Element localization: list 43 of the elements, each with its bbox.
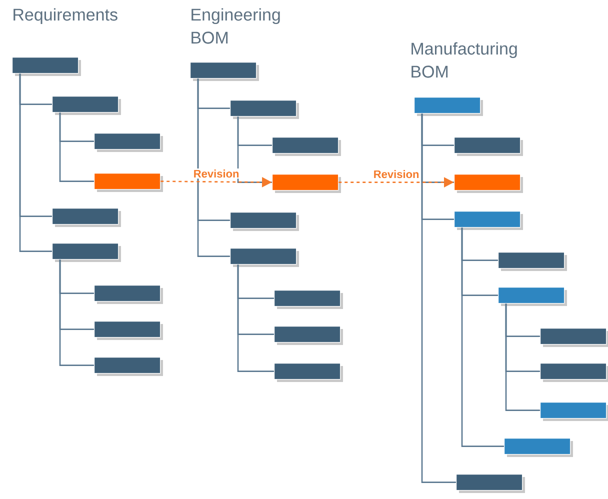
bar — [272, 137, 339, 154]
column-heading: Manufacturing BOM — [412, 42, 517, 78]
bar — [454, 137, 521, 154]
bar — [272, 174, 339, 191]
bar — [94, 321, 161, 338]
bar — [540, 402, 607, 419]
bar — [414, 97, 481, 114]
bar — [454, 211, 521, 228]
edge-label: Revision — [374, 170, 419, 178]
bar — [456, 474, 523, 491]
bar — [504, 438, 571, 455]
connector-line — [197, 78, 230, 257]
bar — [12, 57, 79, 74]
bar — [52, 96, 119, 113]
bar — [94, 133, 161, 150]
bar — [540, 328, 607, 345]
bar — [190, 62, 257, 79]
column-heading: Engineering BOM — [192, 8, 280, 44]
bar — [274, 326, 341, 343]
connector-line — [59, 112, 94, 182]
connector-line — [505, 304, 540, 411]
edge-label: Revision — [194, 170, 239, 178]
bar — [498, 252, 565, 269]
connector-line — [421, 114, 456, 483]
connector-line — [19, 74, 52, 252]
bar — [94, 285, 161, 302]
bar — [230, 100, 297, 117]
bar — [230, 212, 297, 229]
bar — [454, 174, 521, 191]
bar — [498, 287, 565, 304]
bar — [94, 173, 161, 190]
bar — [94, 357, 161, 374]
bar — [52, 208, 119, 225]
bar — [230, 248, 297, 265]
bar — [540, 363, 607, 380]
connector-line — [237, 264, 274, 372]
bar — [52, 243, 119, 260]
bar — [274, 363, 341, 380]
connector-line — [461, 228, 504, 447]
column-heading: Requirements — [14, 8, 118, 24]
connector-line — [237, 116, 272, 183]
connector-line — [59, 260, 94, 366]
bar — [274, 290, 341, 307]
